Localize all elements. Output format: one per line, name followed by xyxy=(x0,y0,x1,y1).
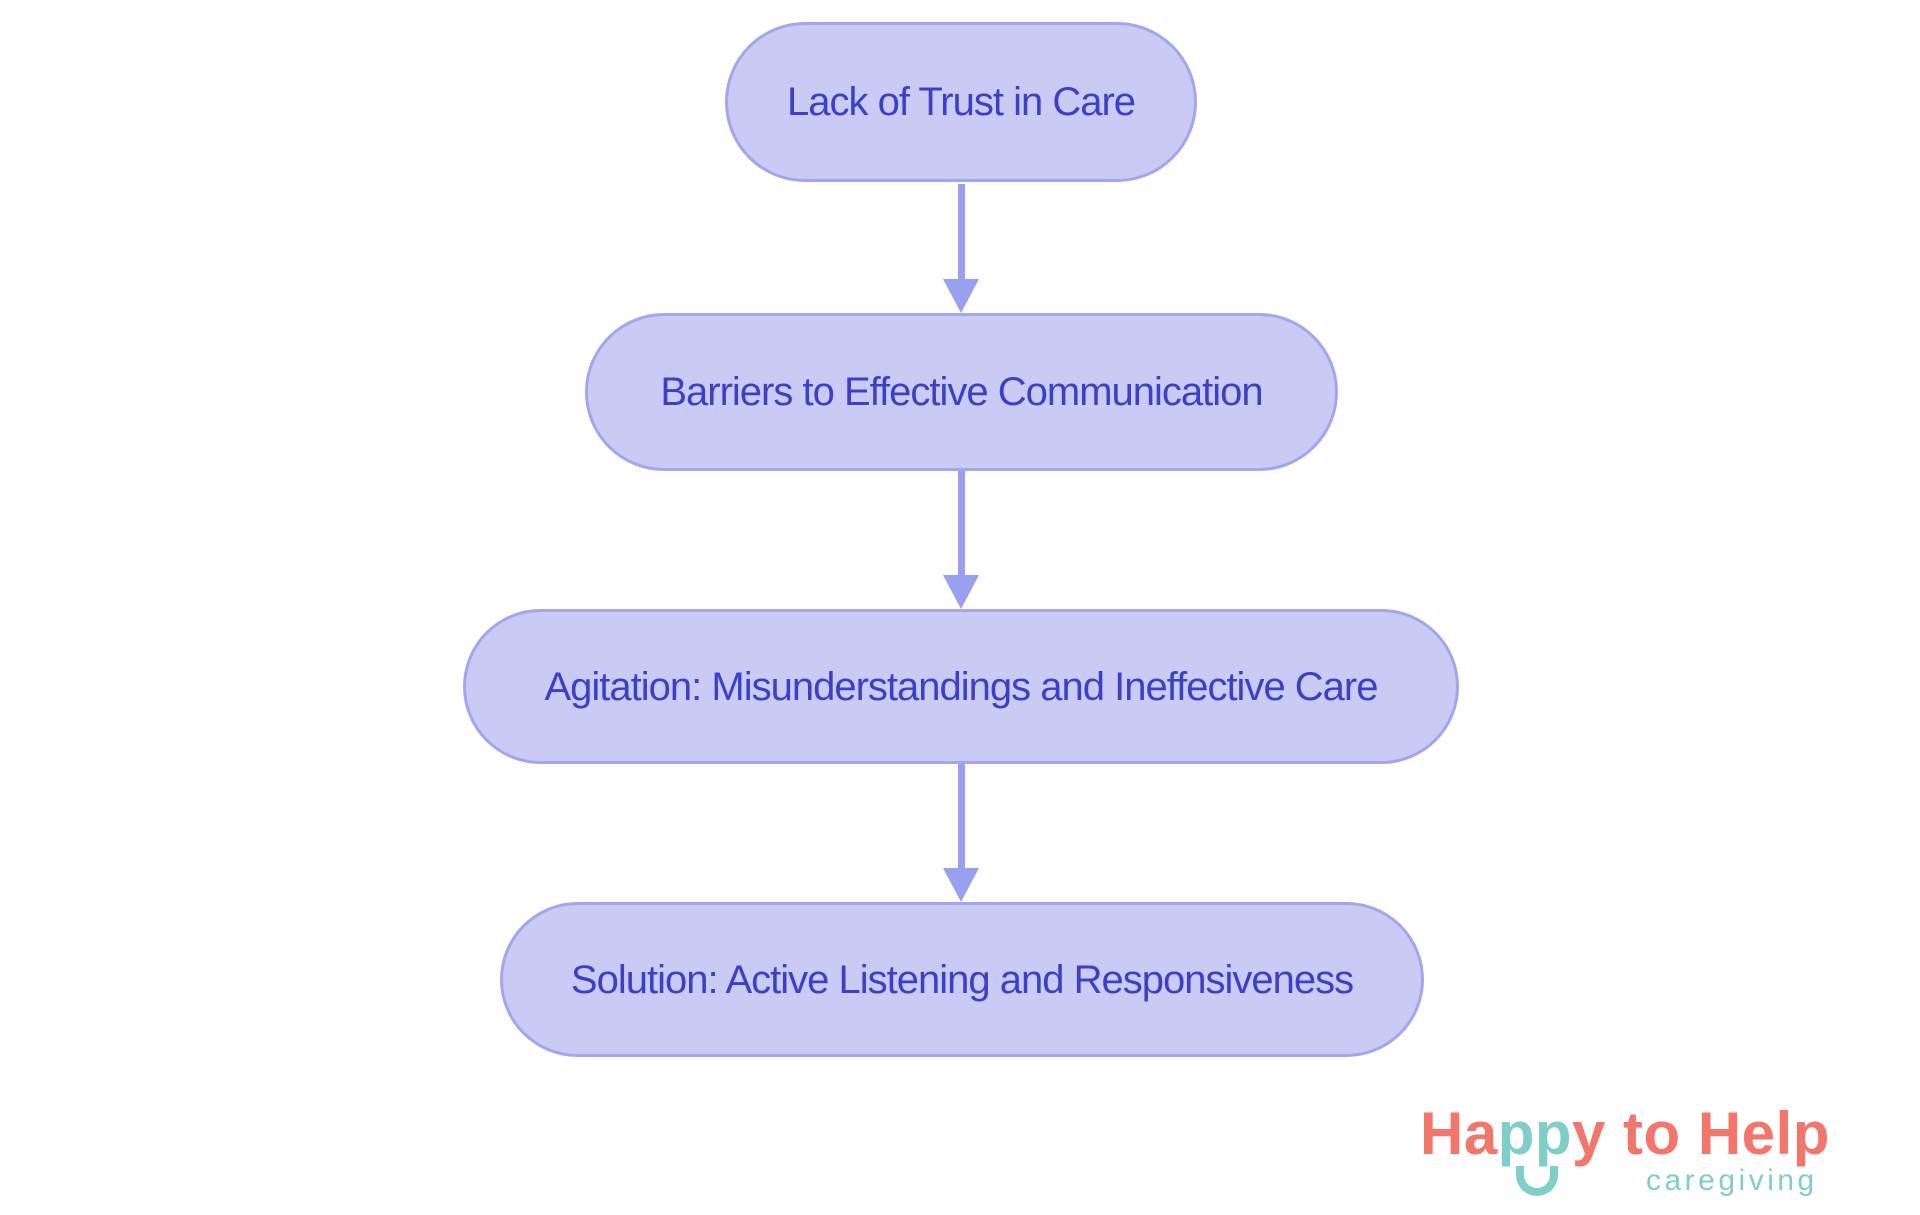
flow-node-label: Solution: Active Listening and Responsiv… xyxy=(570,957,1354,1002)
flow-node-lack-of-trust: Lack of Trust in Care xyxy=(725,22,1197,182)
flow-node-label: Agitation: Misunderstandings and Ineffec… xyxy=(544,664,1378,709)
logo-wordmark: Happy to Help xyxy=(1420,1104,1900,1164)
arrow-shaft xyxy=(957,764,965,868)
flow-arrow-2 xyxy=(943,471,979,609)
logo-subtitle: caregiving xyxy=(1646,1164,1818,1197)
flow-node-barriers-communication: Barriers to Effective Communication xyxy=(585,313,1338,471)
flow-node-solution: Solution: Active Listening and Responsiv… xyxy=(500,902,1424,1057)
flow-arrow-3 xyxy=(943,764,979,902)
happy-to-help-logo: Happy to Help caregiving xyxy=(1420,1104,1900,1198)
arrow-head-icon xyxy=(943,279,979,313)
arrow-head-icon xyxy=(943,575,979,609)
logo-text-part: y to Help xyxy=(1572,1100,1830,1167)
flow-node-label: Barriers to Effective Communication xyxy=(660,370,1263,414)
flow-arrow-1 xyxy=(943,184,979,313)
arrow-shaft xyxy=(957,471,965,575)
smile-icon xyxy=(1516,1166,1558,1196)
arrow-shaft xyxy=(957,184,965,279)
logo-text-part: pp xyxy=(1497,1100,1573,1167)
flow-node-agitation: Agitation: Misunderstandings and Ineffec… xyxy=(463,609,1459,764)
logo-text-part: Ha xyxy=(1420,1100,1498,1167)
arrow-head-icon xyxy=(943,868,979,902)
flow-node-label: Lack of Trust in Care xyxy=(786,80,1136,124)
